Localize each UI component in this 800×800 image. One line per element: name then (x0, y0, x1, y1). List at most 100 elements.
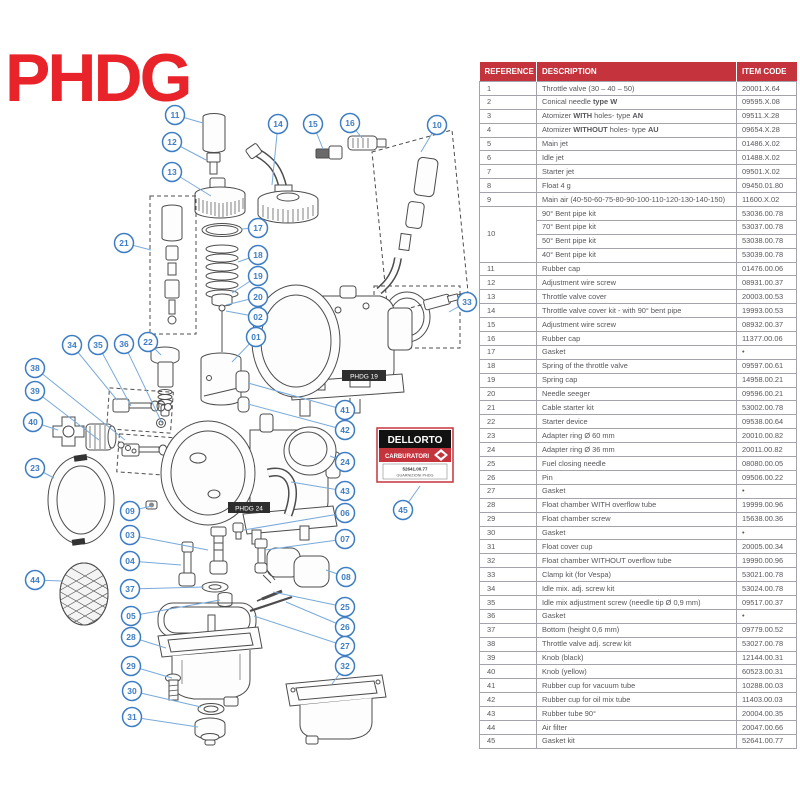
description-cell: Pin (536, 469, 737, 485)
svg-text:27: 27 (340, 641, 350, 651)
part-needle-and-seeger (218, 304, 226, 352)
itemcode-cell: 09450.01.80 (736, 178, 797, 194)
svg-text:06: 06 (340, 508, 350, 518)
reference-cell: 39 (479, 650, 537, 666)
description-cell: Idle mix adjustment screw (needle tip Ø … (536, 594, 737, 610)
callout-leader-41 (247, 382, 346, 411)
svg-text:38: 38 (30, 363, 40, 373)
svg-text:19: 19 (253, 271, 263, 281)
part-adjuster-15 (315, 145, 343, 160)
svg-text:13: 13 (167, 167, 177, 177)
itemcode-cell: 09538.00.64 (736, 414, 797, 430)
description-cell: Adjustment wire screw (536, 275, 737, 291)
part-rubber-cap (202, 113, 226, 153)
svg-text:09: 09 (125, 506, 135, 516)
part-adjustment-screw (206, 152, 221, 175)
description-cell: Starter jet (536, 164, 737, 180)
reference-cell: 27 (479, 483, 537, 499)
part-upper-carb-body: PHDG 19 (251, 284, 413, 417)
description-cell: Rubber tube 90° (536, 706, 737, 721)
description-cell: 90° Bent pipe kit (536, 206, 737, 221)
svg-text:17: 17 (253, 223, 263, 233)
reference-cell: 19 (479, 372, 537, 388)
description-cell: Fuel closing needle (536, 456, 737, 471)
callout-leader-34 (71, 344, 118, 401)
description-cell: Float chamber WITH overflow tube (536, 497, 737, 513)
svg-text:21: 21 (119, 238, 129, 248)
part-throttle-valve-cover (194, 177, 246, 219)
itemcode-cell: 09501.X.02 (736, 164, 797, 180)
callout-23: 23 (24, 457, 46, 479)
reference-cell: 36 (479, 608, 537, 624)
itemcode-cell: 53036.00.78 (736, 206, 797, 221)
reference-cell: 7 (479, 164, 537, 180)
svg-text:20: 20 (253, 292, 263, 302)
part-float-cover-cup (194, 717, 226, 746)
callout-28: 28 (120, 626, 142, 648)
itemcode-cell: • (736, 344, 797, 360)
callout-13: 13 (161, 161, 183, 183)
callout-leader-03 (129, 534, 209, 551)
part-idle-mix-kit (106, 387, 174, 434)
reference-cell: 18 (479, 358, 537, 374)
itemcode-cell: 09779.00.52 (736, 622, 797, 638)
callout-43: 43 (334, 480, 356, 502)
label-sub: GUARNIZIONI PHDG (397, 474, 434, 478)
part-main-jet (209, 526, 228, 575)
reference-cell: 40 (479, 664, 537, 680)
svg-text:33: 33 (462, 297, 472, 307)
part-rubber-tube (266, 467, 298, 517)
description-cell: Throttle valve (30 – 40 – 50) (536, 81, 737, 96)
reference-cell: 15 (479, 317, 537, 333)
callout-32: 32 (334, 655, 356, 677)
svg-text:02: 02 (253, 312, 263, 322)
reference-cell: 2 (479, 94, 537, 110)
svg-text:39: 39 (30, 386, 40, 396)
col-header-description: DESCRIPTION (536, 62, 737, 82)
callout-26: 26 (334, 616, 356, 638)
description-cell: Gasket (536, 608, 737, 624)
callout-39: 39 (24, 380, 46, 402)
page-title: PHDG (5, 40, 192, 116)
itemcode-cell: 01486.X.02 (736, 136, 797, 152)
callout-leader-31 (131, 716, 199, 728)
itemcode-cell: 53027.00.78 (736, 636, 797, 652)
reference-cell: 33 (479, 567, 537, 583)
reference-cell: 42 (479, 692, 537, 708)
description-cell: Idle mix. adj. screw kit (536, 581, 737, 596)
callout-leader-05 (130, 599, 221, 617)
callout-leader-35 (97, 344, 132, 407)
itemcode-cell: 09596.00.21 (736, 386, 797, 402)
description-cell: Bottom (height 0,6 mm) (536, 622, 737, 638)
callout-21: 21 (113, 232, 135, 254)
itemcode-cell: 15638.00.36 (736, 511, 797, 527)
itemcode-cell: 20047.00.66 (736, 719, 797, 735)
callout-04: 04 (119, 550, 141, 572)
description-cell: Gasket kit (536, 733, 737, 749)
itemcode-cell: 11403.00.03 (736, 692, 797, 708)
part-rubber-cups (235, 370, 250, 413)
itemcode-cell: 09595.X.08 (736, 94, 797, 110)
itemcode-cell: 53024.00.78 (736, 581, 797, 596)
part-gasket-30 (197, 703, 225, 715)
description-cell: Spring of the throttle valve (536, 358, 737, 374)
svg-text:24: 24 (340, 457, 350, 467)
itemcode-cell: 20004.00.35 (736, 706, 797, 721)
svg-text:40: 40 (28, 417, 38, 427)
svg-text:14: 14 (273, 119, 283, 129)
description-cell: Adjustment wire screw (536, 317, 737, 333)
